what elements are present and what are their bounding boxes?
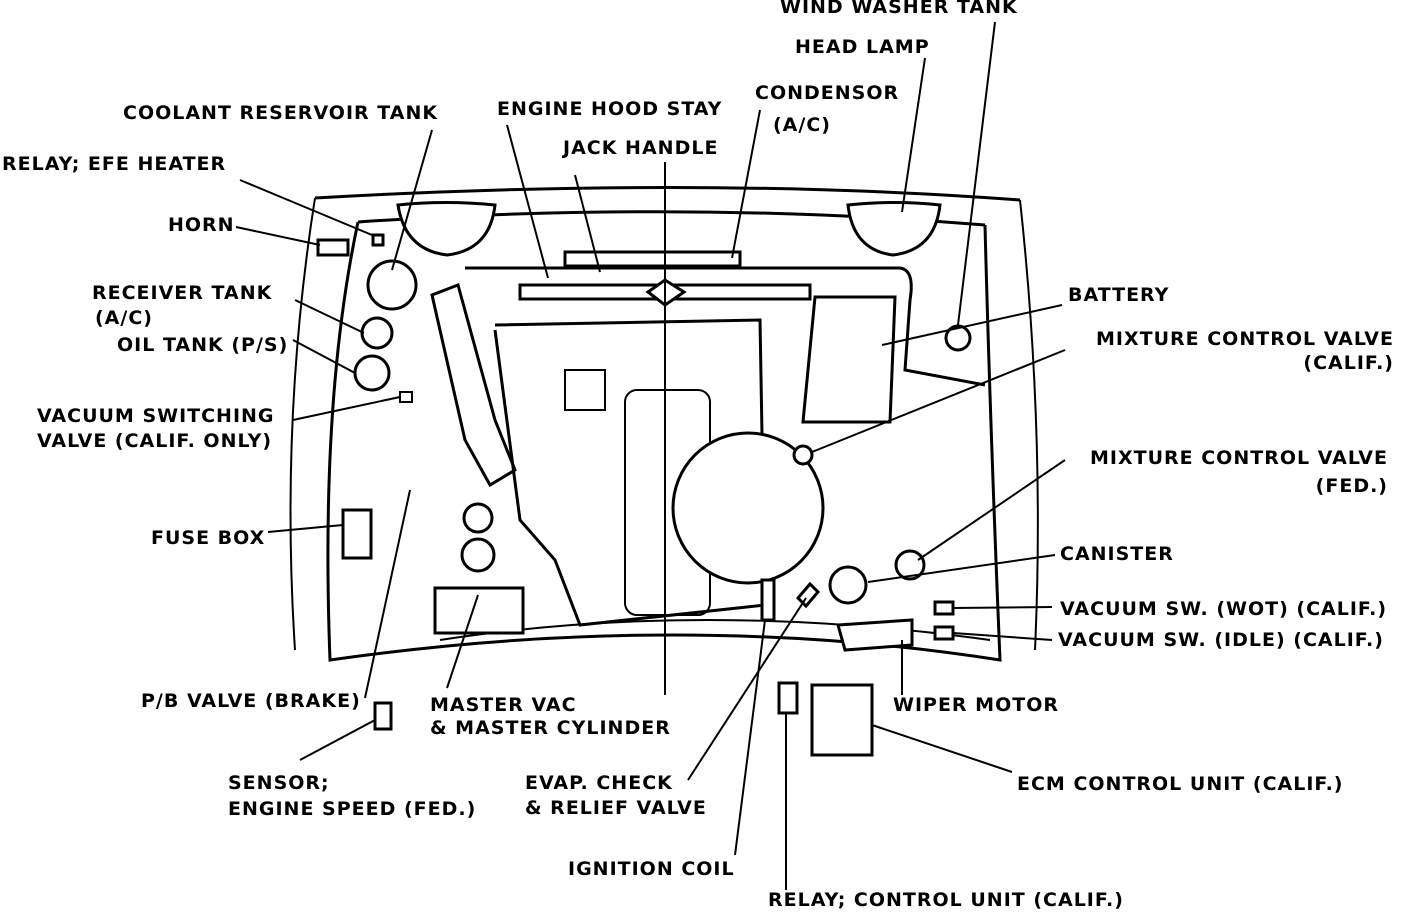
label-jack-handle: JACK HANDLE — [563, 137, 719, 159]
label-fuse-box: FUSE BOX — [151, 527, 266, 549]
wind-washer-tank — [944, 324, 972, 352]
label-master-vac-line2: & MASTER CYLINDER — [430, 717, 671, 739]
label-oil-tank: OIL TANK (P/S) — [117, 334, 289, 356]
engine-speed-sensor — [373, 701, 393, 731]
label-sensor-line1: SENSOR; — [228, 772, 330, 794]
fuse-box — [341, 508, 373, 560]
label-receiver-tank-line2: (A/C) — [95, 307, 153, 329]
receiver-tank — [360, 316, 394, 350]
vacuum-switch-idle — [933, 625, 955, 641]
label-mixture-control-valve-calif-line2: (CALIF.) — [1303, 352, 1394, 374]
master-cylinder — [460, 537, 496, 573]
head-lamp-right — [846, 201, 942, 257]
label-mixture-control-valve-fed-line1: MIXTURE CONTROL VALVE — [1090, 447, 1388, 469]
mixture-control-valve-calif — [792, 444, 814, 466]
coolant-reservoir-tank — [366, 259, 418, 311]
label-evap-check-line2: & RELIEF VALVE — [525, 797, 707, 819]
label-relay-efe-heater: RELAY; EFE HEATER — [2, 153, 227, 175]
leader-lines — [235, 21, 1066, 890]
label-coolant-reservoir-tank: COOLANT RESERVOIR TANK — [123, 102, 439, 124]
relay-control-unit — [777, 681, 799, 715]
label-master-vac-line1: MASTER VAC — [430, 694, 577, 716]
label-vacuum-switching-valve-line1: VACUUM SWITCHING — [37, 405, 275, 427]
label-ecm-control-unit: ECM CONTROL UNIT (CALIF.) — [1017, 773, 1344, 795]
label-battery: BATTERY — [1068, 284, 1170, 306]
label-evap-check-line1: EVAP. CHECK — [525, 772, 673, 794]
wiper-motor — [836, 618, 914, 652]
label-mixture-control-valve-fed-line2: (FED.) — [1315, 475, 1388, 497]
label-sensor-line2: ENGINE SPEED (FED.) — [228, 798, 477, 820]
air-cleaner — [671, 431, 825, 585]
battery — [801, 295, 897, 424]
relay-efe-heater — [371, 233, 385, 247]
label-condensor-line1: CONDENSOR — [755, 82, 900, 104]
oil-tank — [353, 354, 391, 392]
vacuum-switching-valve — [399, 391, 413, 403]
label-wiper-motor: WIPER MOTOR — [893, 694, 1059, 716]
condensor — [563, 250, 742, 268]
master-cylinder-top — [462, 502, 494, 534]
label-vacuum-sw-wot: VACUUM SW. (WOT) (CALIF.) — [1060, 598, 1388, 620]
label-relay-control-unit: RELAY; CONTROL UNIT (CALIF.) — [768, 889, 1124, 911]
horn — [316, 238, 350, 257]
label-condensor-line2: (A/C) — [773, 114, 831, 136]
evap-check-valve — [795, 581, 821, 609]
engine-block — [493, 318, 767, 627]
ignition-coil — [760, 578, 776, 622]
label-vacuum-sw-idle: VACUUM SW. (IDLE) (CALIF.) — [1058, 629, 1384, 651]
label-canister: CANISTER — [1060, 543, 1174, 565]
ecm-control-unit — [810, 683, 874, 757]
distributor-box — [564, 369, 606, 411]
label-receiver-tank-line1: RECEIVER TANK — [92, 282, 273, 304]
label-pb-valve: P/B VALVE (BRAKE) — [141, 690, 361, 712]
vacuum-switch-wot — [933, 600, 955, 616]
head-lamp-left — [396, 201, 497, 257]
engine-hood-stay — [465, 266, 986, 387]
label-head-lamp: HEAD LAMP — [795, 36, 930, 58]
label-vacuum-switching-valve-line2: VALVE (CALIF. ONLY) — [37, 430, 273, 452]
canister — [894, 549, 926, 581]
label-horn: HORN — [168, 214, 235, 236]
label-mixture-control-valve-calif-line1: MIXTURE CONTROL VALVE — [1096, 328, 1394, 350]
label-engine-hood-stay: ENGINE HOOD STAY — [497, 98, 723, 120]
air-duct — [430, 283, 517, 488]
label-wind-washer-tank: WIND WASHER TANK — [780, 0, 1018, 18]
mixture-control-valve-fed — [828, 565, 868, 605]
master-vac — [433, 586, 525, 635]
label-ignition-coil: IGNITION COIL — [568, 858, 735, 880]
